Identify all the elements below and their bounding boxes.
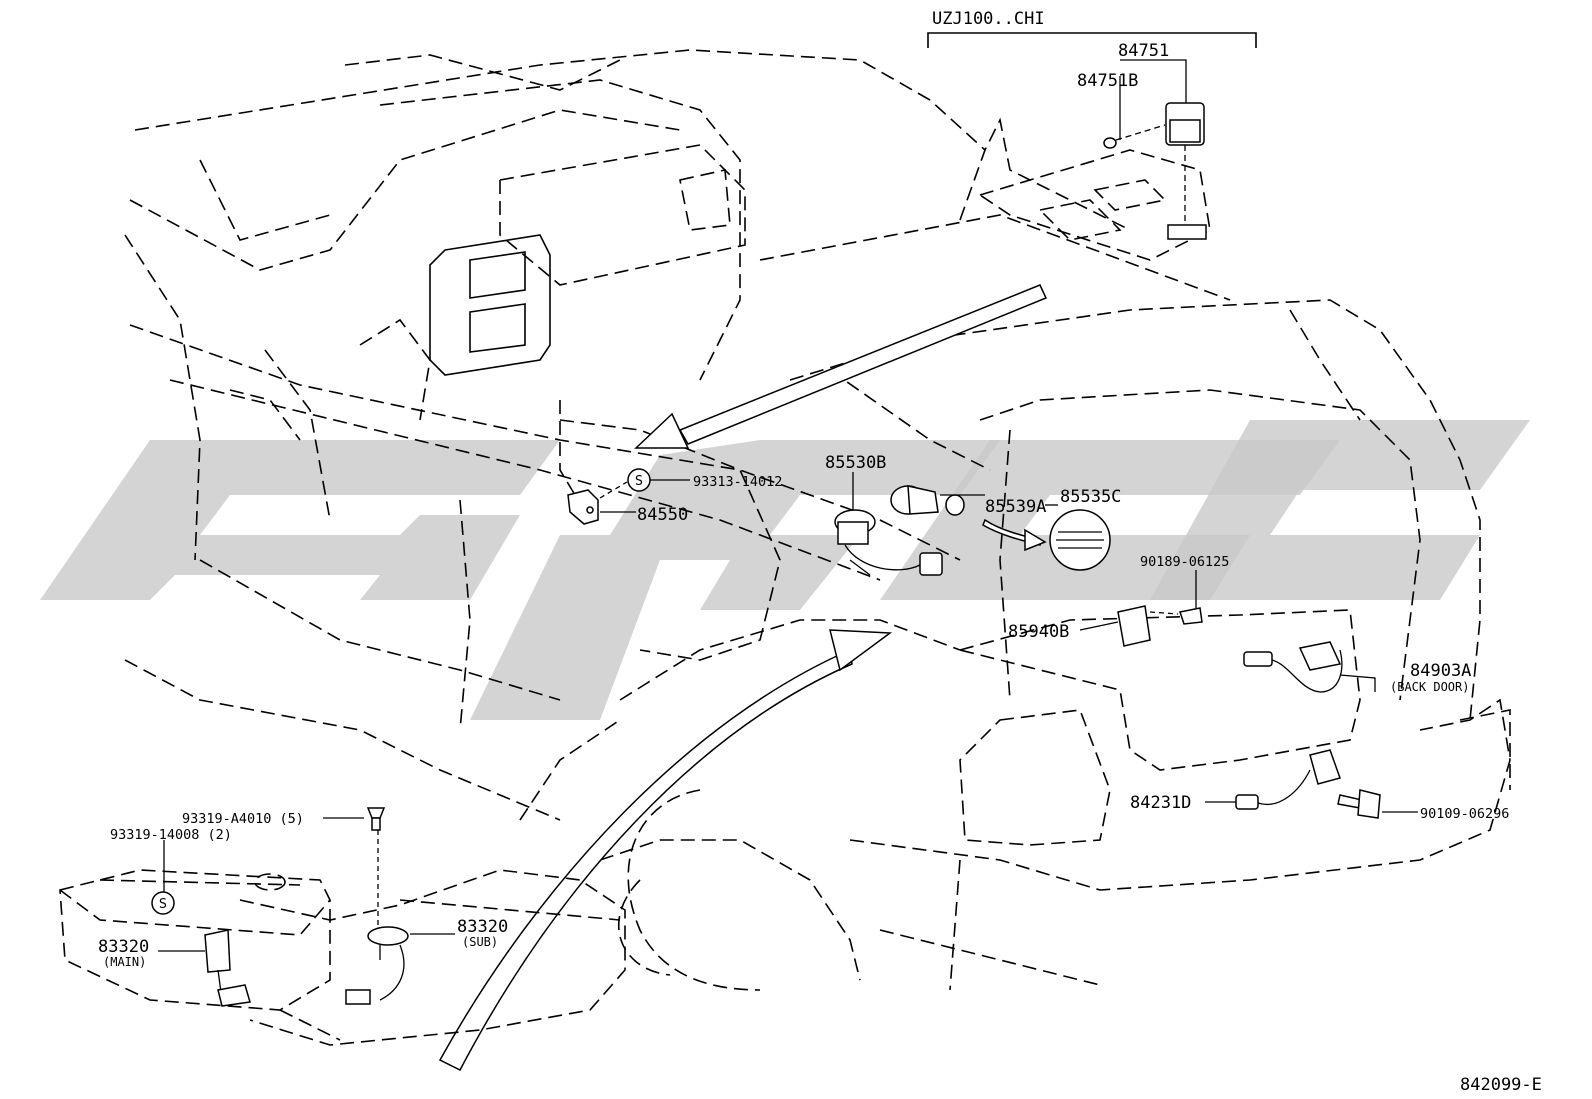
- s-symbol-tank: S: [159, 896, 167, 912]
- label-85535c: 85535C: [1060, 487, 1121, 507]
- vehicle-outline: [124, 49, 1511, 991]
- part-83320-sub-pump: [345, 830, 409, 1005]
- part-85940b-relay: [1117, 605, 1179, 647]
- part-85539a-knob-inset: [1049, 509, 1111, 571]
- label-83320-main: 83320: [98, 937, 149, 957]
- part-84550-switch: [567, 481, 628, 525]
- part-90109-bolt: [1337, 789, 1381, 819]
- variant-label: UZJ100..CHI: [932, 9, 1045, 29]
- part-93319-a4010-screw: [366, 807, 386, 831]
- label-85530b: 85530B: [825, 453, 886, 473]
- fuel-tank: [59, 869, 626, 1046]
- label-84550: 84550: [637, 505, 688, 525]
- part-84751b-clip: [1103, 124, 1166, 149]
- s-mark-93313: S: [627, 468, 651, 492]
- label-85539a: 85539A: [985, 497, 1046, 517]
- label-84903a-note: (BACK DOOR): [1390, 680, 1469, 694]
- label-84231d: 84231D: [1130, 793, 1191, 813]
- leader-lines: [158, 472, 1418, 952]
- part-85535c-lighter: [890, 485, 965, 516]
- part-83320-main-pump: S: [151, 891, 251, 1007]
- label-90189-06125: 90189-06125: [1140, 554, 1229, 570]
- part-84751-switch: [1165, 102, 1207, 240]
- direction-arrows: [438, 284, 1048, 1071]
- label-85940b: 85940B: [1008, 622, 1069, 642]
- part-90189-screw: [1179, 570, 1203, 625]
- part-labels: UZJ100..CHI 84751 84751B 93313-14012 845…: [98, 9, 1542, 1095]
- watermark-logo: [40, 420, 1530, 720]
- label-84751b: 84751B: [1077, 71, 1138, 91]
- label-93313-14012: 93313-14012: [693, 474, 782, 490]
- label-84751: 84751: [1118, 41, 1169, 61]
- footer-code: 842099-E: [1460, 1075, 1542, 1095]
- label-83320-sub-note: (SUB): [462, 935, 498, 949]
- s-symbol: S: [635, 473, 643, 489]
- label-90109-06296: 90109-06296: [1420, 806, 1509, 822]
- label-93319-14008: 93319-14008 (2): [110, 827, 232, 843]
- part-84231d-harness: [1235, 749, 1341, 810]
- variant-bracket: [927, 32, 1257, 140]
- label-93319-a4010: 93319-A4010 (5): [182, 811, 304, 827]
- part-85530b-socket: [834, 509, 943, 576]
- label-83320-sub: 83320: [457, 917, 508, 937]
- part-84903a-harness: [1243, 641, 1343, 693]
- label-84903a: 84903A: [1410, 661, 1471, 681]
- label-83320-main-note: (MAIN): [103, 955, 146, 969]
